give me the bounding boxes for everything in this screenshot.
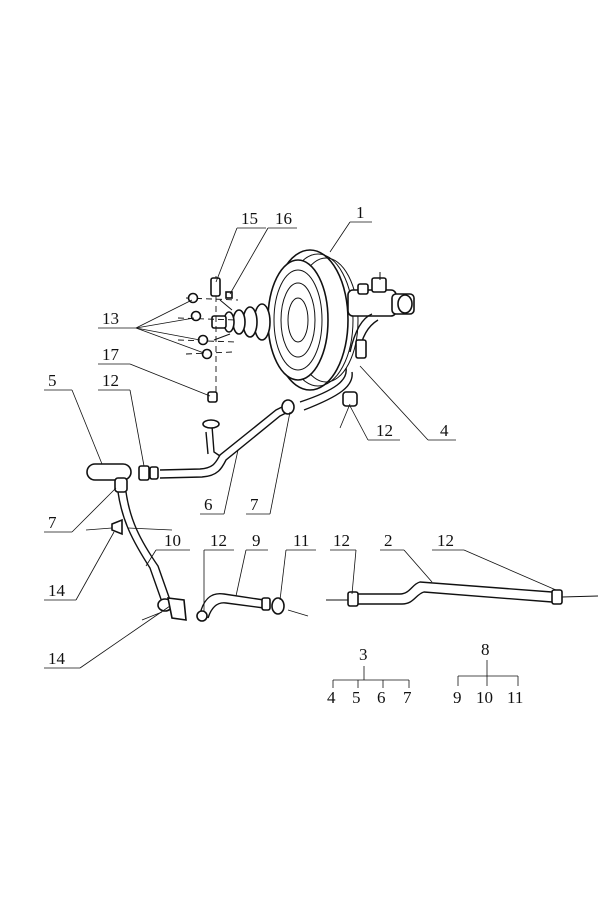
callout-label: 10 [164,531,181,550]
callout-label: 6 [204,495,213,514]
legend-child: 9 [453,688,462,707]
legend-child: 11 [507,688,523,707]
callout-label: 12 [437,531,454,550]
hose-9 [196,592,285,622]
callout-7-a: 7 [44,487,117,533]
callout-label: 12 [376,421,393,440]
legend-parent: 8 [481,640,490,659]
callout-label: 9 [252,531,261,550]
callout-label: 7 [48,513,57,532]
legend-child: 4 [327,688,336,707]
callout-4: 4 [359,365,456,441]
fastener-17 [207,391,218,403]
check-valve-5 [86,463,159,493]
callout-label: 4 [440,421,449,440]
callout-13: 13 [98,299,205,354]
callout-12-e: 12 [432,531,557,591]
brake-booster [211,249,415,391]
callout-label: 2 [384,531,393,550]
hose-6 [159,399,295,479]
fitting-14-upper [111,518,123,536]
callout-14-a: 14 [44,527,115,601]
callout-12-a: 12 [98,371,145,467]
callout-15: 15 [215,209,266,283]
bolt-15 [210,277,221,297]
callout-1: 1 [329,203,372,253]
legend-child: 10 [476,688,493,707]
legend-child: 6 [377,688,386,707]
legend-group-8: 8 9 10 11 [453,640,523,707]
legend-parent: 3 [359,645,368,664]
clip-16 [225,291,233,299]
callout-label: 12 [210,531,227,550]
callout-label: 7 [250,495,259,514]
callout-label: 14 [48,581,66,600]
callout-12-c: 12 [203,531,234,612]
legend-child: 7 [403,688,412,707]
callout-7-b: 7 [246,411,291,515]
callout-label: 14 [48,649,66,668]
callouts: 1 15 16 13 17 5 [44,203,557,669]
legend-child: 5 [352,688,361,707]
callout-label: 5 [48,371,57,390]
clamp-12-booster [342,391,358,407]
hose-10 [117,491,187,621]
callout-label: 11 [293,531,309,550]
callout-label: 17 [102,345,120,364]
callout-17: 17 [98,345,211,397]
callout-6: 6 [200,449,239,515]
callout-label: 13 [102,309,119,328]
legend: 3 4 5 6 7 8 9 10 11 [327,640,523,707]
callout-label: 16 [275,209,292,228]
callout-5: 5 [44,371,103,465]
legend-group-3: 3 4 5 6 7 [327,645,412,707]
hose-4 [299,313,379,411]
callout-16: 16 [229,209,297,295]
callout-12-b: 12 [339,403,400,441]
callout-11: 11 [279,531,316,617]
callout-2: 2 [380,531,433,583]
callout-label: 1 [356,203,365,222]
hose-2 [326,581,599,607]
callout-10: 10 [127,527,190,567]
callout-14-b: 14 [44,605,171,669]
callout-9: 9 [235,531,268,597]
callout-label: 15 [241,209,258,228]
callout-label: 12 [333,531,350,550]
callout-12-d: 12 [330,531,357,595]
callout-label: 12 [102,371,119,390]
